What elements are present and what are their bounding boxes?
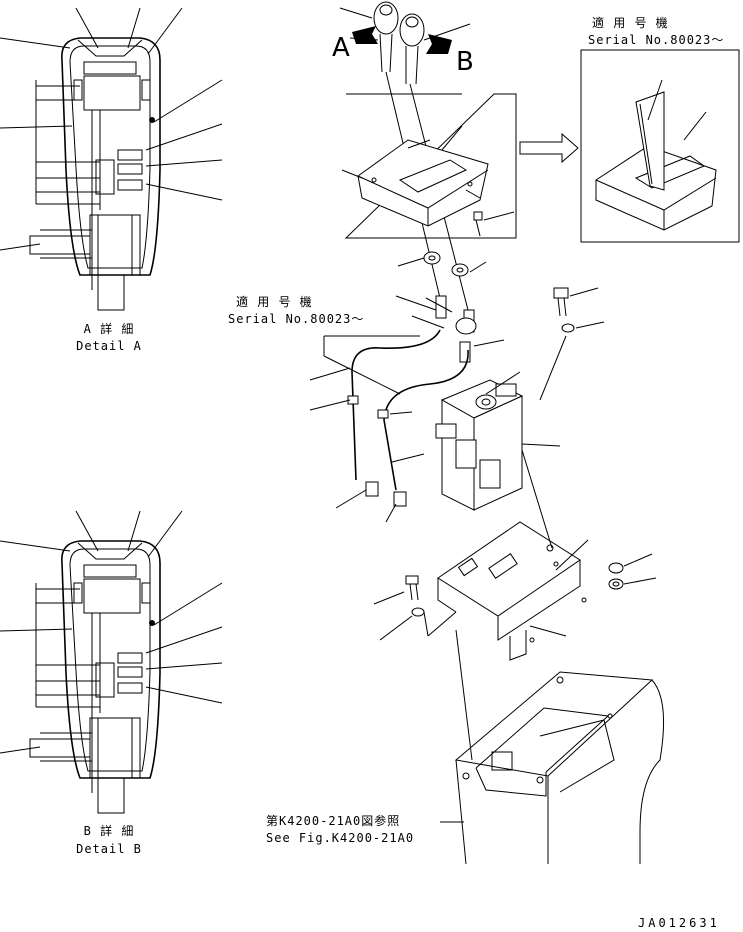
view-arrow-a [349, 26, 379, 44]
view-arrow-b [426, 34, 452, 54]
inset-serial-range: Serial No.80023～ [588, 33, 725, 47]
valve-bolt [539, 287, 605, 401]
detail-b-title-en: Detail B [76, 842, 142, 856]
harness-applicability-title: 適 用 号 機 [236, 295, 313, 309]
harness-serial-range: Serial No.80023～ [228, 312, 365, 326]
variant-inset-frame [580, 49, 740, 243]
detail-b-title-jp: B 詳 細 [83, 824, 135, 838]
guide-hardware [397, 211, 515, 277]
pilot-valve [395, 295, 561, 511]
wire-harness [309, 297, 469, 523]
detail-b-knob-section [0, 510, 223, 814]
reference-note-jp: 第K4200-21A0図参照 [266, 814, 401, 828]
detail-a-title-jp: A 詳 細 [83, 322, 135, 336]
lever-guide-frame [341, 93, 517, 239]
drawing-number: JA012631 [638, 916, 720, 930]
variant-arrow [519, 132, 579, 164]
inset-applicability-title: 適 用 号 機 [592, 16, 669, 30]
arrow-b-label: B [456, 47, 474, 77]
arrow-a-label: A [332, 33, 350, 63]
reference-note-en: See Fig.K4200-21A0 [266, 831, 415, 845]
console-stand [440, 629, 665, 865]
detail-a-knob-section [0, 7, 223, 311]
detail-a-title-en: Detail A [76, 339, 142, 353]
valve-mounting-bracket [437, 449, 589, 661]
bracket-hardware [373, 553, 657, 641]
